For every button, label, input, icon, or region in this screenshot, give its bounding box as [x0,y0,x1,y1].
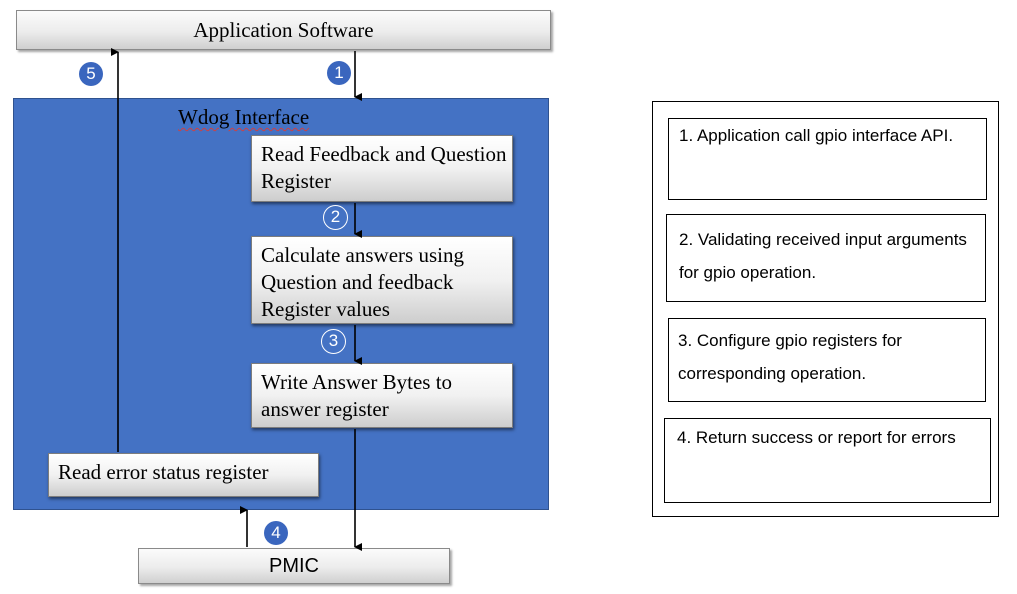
step-marker-1-text: 1 [334,63,344,82]
calculate-answers-box: Calculate answers using Question and fee… [251,236,513,324]
read-feedback-label: Read Feedback and Question Register [261,142,507,193]
step-marker-4: 4 [264,521,288,545]
application-software-label: Application Software [193,18,374,42]
legend-item-3-text: 3. Configure gpio registers for correspo… [678,331,902,383]
legend-panel [652,101,999,517]
legend-item-4: 4. Return success or report for errors [664,418,991,503]
legend-item-1-text: 1. Application call gpio interface API. [679,126,954,145]
read-error-status-box: Read error status register [48,453,319,497]
write-answer-box: Write Answer Bytes to answer register [251,363,513,428]
wdog-interface-title-text: Wdog Interface [178,105,310,129]
legend-item-4-text: 4. Return success or report for errors [677,428,956,447]
write-answer-label: Write Answer Bytes to answer register [261,370,453,421]
calculate-answers-label: Calculate answers using Question and fee… [261,243,464,321]
step-marker-3: 3 [321,329,346,354]
step-marker-4-text: 4 [271,523,281,542]
step-marker-5-text: 5 [86,64,96,83]
step-marker-2-text: 2 [330,207,341,226]
pmic-label: PMIC [269,555,319,577]
legend-item-2: 2. Validating received input arguments f… [666,214,986,302]
step-marker-1: 1 [327,61,351,85]
step-marker-5: 5 [79,62,103,86]
legend-item-1: 1. Application call gpio interface API. [668,118,987,200]
wdog-interface-title: Wdog Interface [178,104,309,130]
application-software-box: Application Software [16,10,551,50]
pmic-box: PMIC [138,548,450,584]
read-feedback-box: Read Feedback and Question Register [251,135,513,202]
step-marker-3-text: 3 [328,331,339,350]
read-error-status-label: Read error status register [58,460,269,484]
step-marker-2: 2 [323,205,348,230]
legend-item-2-text: 2. Validating received input arguments f… [679,230,967,282]
legend-item-3: 3. Configure gpio registers for correspo… [668,318,986,402]
